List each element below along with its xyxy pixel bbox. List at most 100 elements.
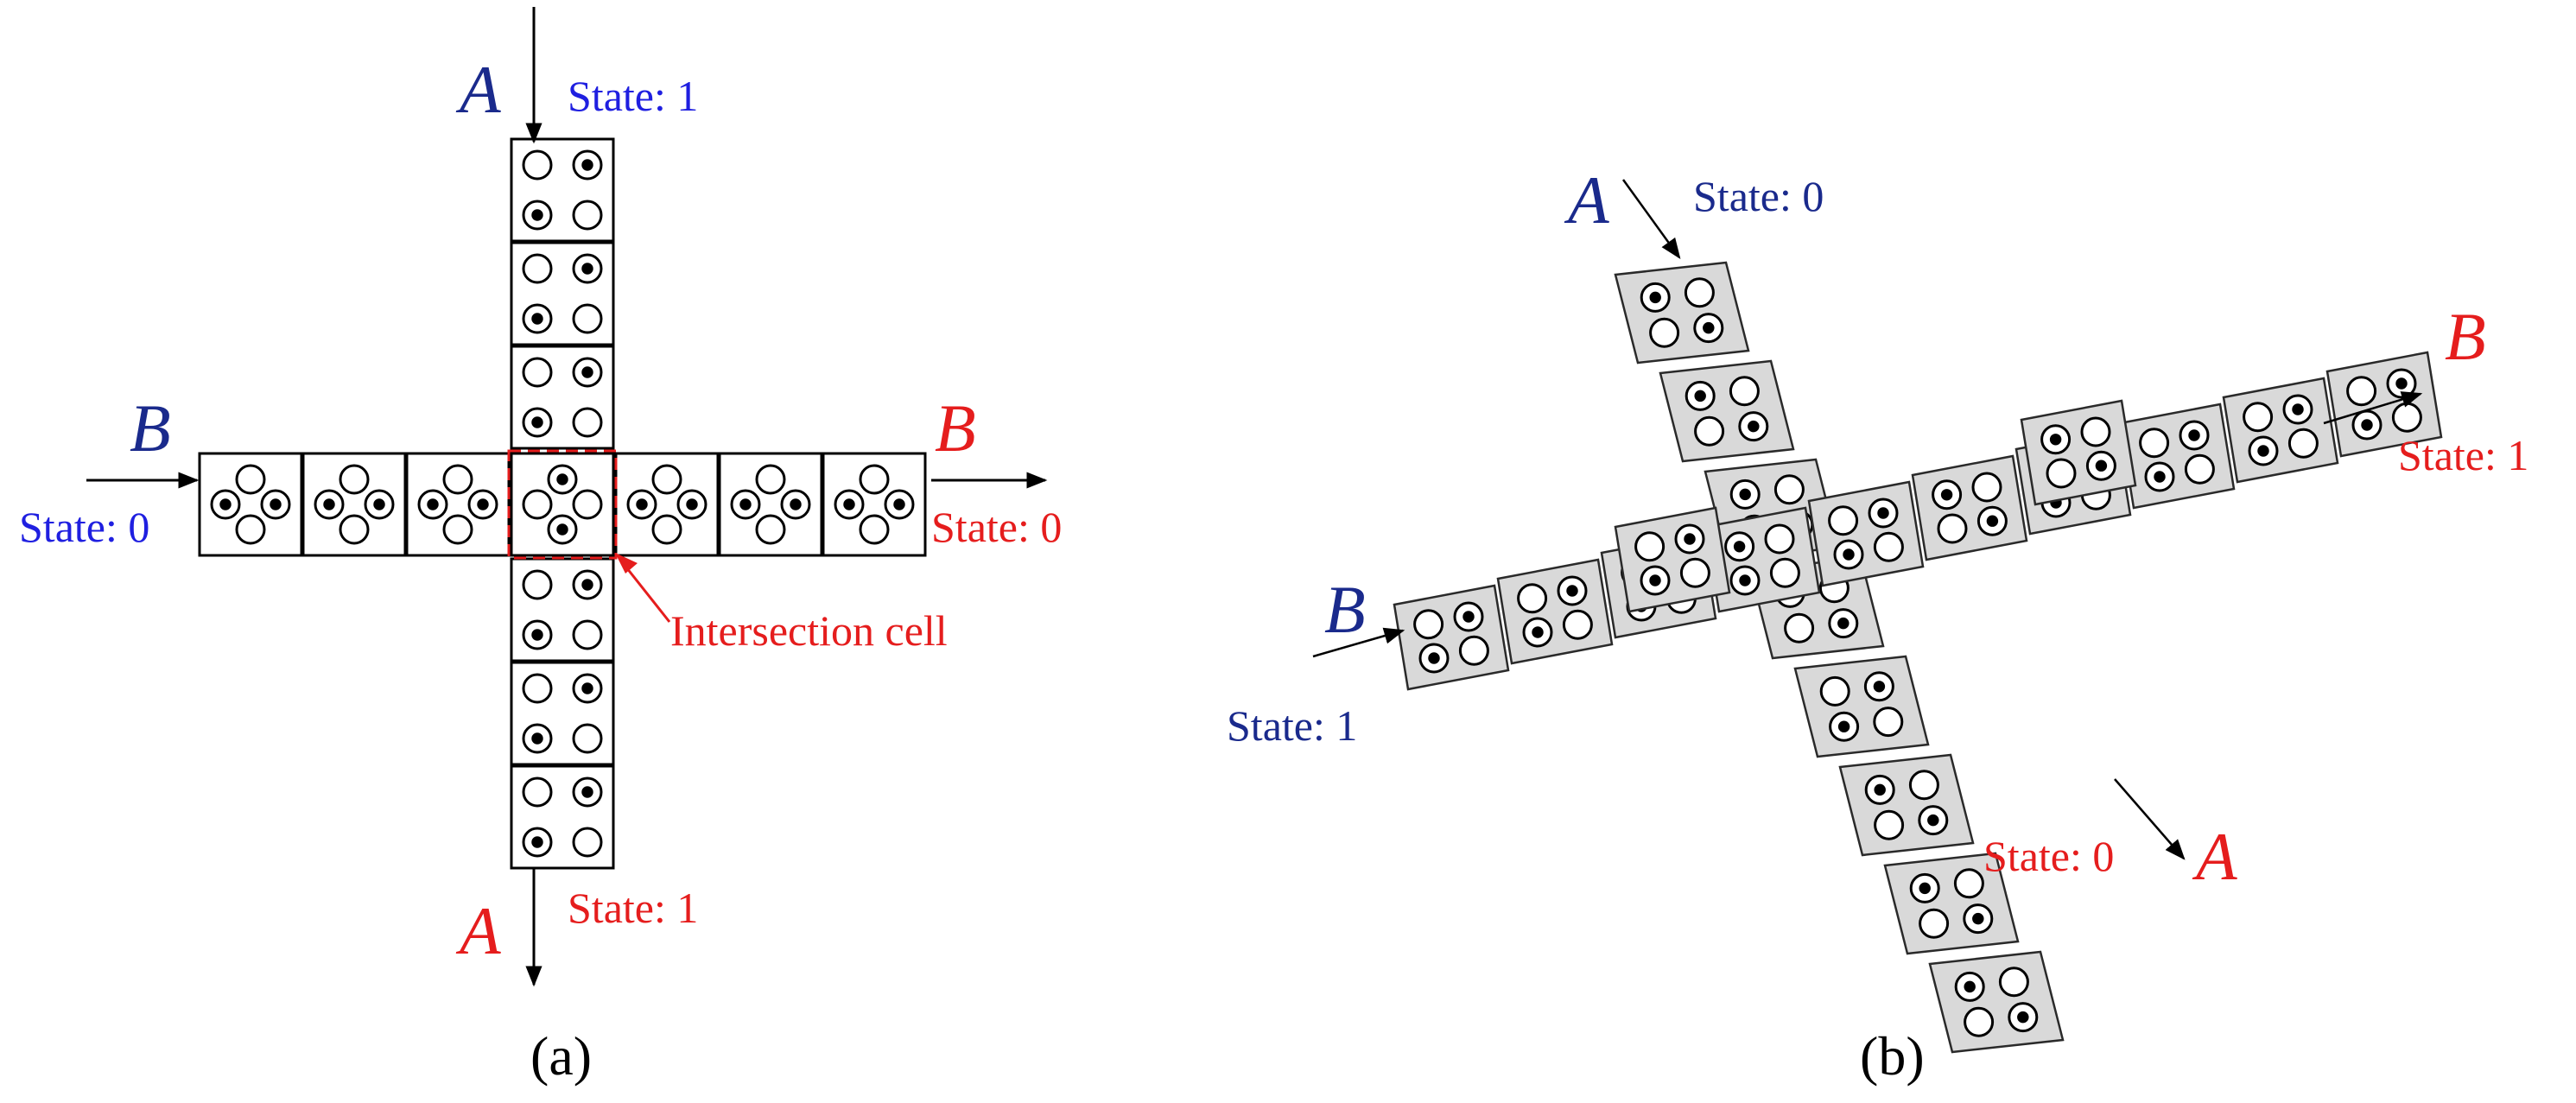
wire-b-cell-5-dot-electron [1843,548,1855,561]
wire-b-cell-10-dot [2391,402,2422,433]
wire-a-cell-3-dot-electron [1739,488,1751,501]
wire-b-cell-9-dot [2243,402,2274,433]
wire-a-cell-1-frame [1614,261,1750,364]
intersection-cell-dot-electron [556,523,568,536]
wire-a-cell-6-frame [1838,753,1975,857]
horizontal-cell-left-1 [198,452,303,557]
wire-b-cell-2-dot [1562,609,1593,640]
wire-b-cell-5-dot [1873,531,1904,562]
wire-b-cell-5-frame [1807,480,1925,587]
wire-b-cell-4-dot [1764,523,1795,555]
intersection-pointer-head [615,553,638,574]
wire-b-layer-cell-2-dot-electron [2049,434,2062,446]
wire-b-layer-cell-2-dot [2080,416,2111,447]
intersection-cell-dot [522,489,553,520]
wire-a-cell-6-dot [1908,770,1939,801]
horizontal-cell-right-1 [614,452,720,557]
vertical-cell-bottom-2-dot-electron [581,682,593,694]
wire-b-cell-8 [2118,403,2236,510]
panel-a-caption: (a) [530,1025,592,1087]
input-arrow-b-left-b [1312,627,1405,658]
wire-a-cell-2-dot-electron [1694,390,1706,403]
panel-a-top-letter: A [455,52,501,127]
intersection-cell-label: Intersection cell [670,606,948,655]
wire-a-cell-2-frame [1659,359,1795,463]
vertical-cell-bottom-2-dot [522,673,553,704]
vertical-cell-bottom-1-dot [572,619,603,650]
horizontal-cell-right-2 [718,452,823,557]
panel-b-top-letter: A [1564,162,1609,238]
wire-b-cell-6-dot [1971,472,2002,503]
vertical-cell-bottom-1 [510,557,615,662]
wire-b-cell-8-frame [2118,403,2236,510]
vertical-cell-bottom-2-dot [572,723,603,754]
wire-b-cell-10-dot [2346,376,2377,407]
panel-a-bottom-state: State: 1 [568,884,698,932]
vertical-cell-bottom-3-dot [572,827,603,858]
wire-a-cell-3-dot [1773,474,1805,505]
horizontal-cell-left-3-dot [442,514,473,545]
wire-b-cell-6-dot-electron [1940,489,1953,501]
vertical-cell-top-3-dot [522,357,553,388]
wire-b-cell-2-dot [1517,583,1548,614]
horizontal-cell-right-2-dot [755,514,786,545]
input-arrow-a-top-b [1621,179,1681,259]
horizontal-cell-left-2-dot [339,514,370,545]
panel-b-left-letter: B [1324,572,1366,647]
wire-a-cell-8-dot [1998,967,2029,998]
wire-b-cell-8-dot-electron [2188,429,2200,441]
vertical-cell-bottom-3-dot [522,777,553,808]
wire-b-cell-9-dot [2287,428,2319,459]
wire-a-cell-7-dot [1919,908,1950,939]
wire-a-cell-6-dot-electron [1874,783,1886,796]
vertical-cell-top-1-dot-electron [581,159,593,171]
panel-a-top-state: State: 1 [568,72,698,120]
wire-a-cell-1-dot-electron [1703,321,1715,334]
wire-b-cell-5-dot-electron [1877,507,1889,519]
panel-b-cell-array [1393,261,2443,1054]
panel-a-right-letter: B [935,390,976,466]
panel-a-cell-array [198,137,927,870]
horizontal-cell-left-2-dot-electron [373,498,385,510]
wire-b-cell-2 [1496,558,1614,665]
wire-b-cell-10-dot-electron [2361,419,2373,431]
horizontal-cell-right-1-dot [651,514,682,545]
wire-a-cell-8-dot-electron [1964,980,1976,993]
wire-b-cell-6 [1911,454,2028,561]
horizontal-cell-left-1-dot [235,514,266,545]
wire-a-cell-2-dot-electron [1748,420,1760,433]
wire-a-cell-8-frame [1928,950,2065,1054]
wire-b-cell-9-dot-electron [2292,403,2304,415]
horizontal-cell-right-2-dot [755,464,786,495]
panel-a-left-letter: B [130,390,171,466]
vertical-cell-top-1-dot [522,149,553,181]
vertical-cell-top-2-dot-electron [531,313,543,325]
wire-a-cell-4-dot-electron [1837,617,1850,630]
horizontal-cell-left-3-dot-electron [477,498,489,510]
wire-b-cell-1-frame [1393,584,1510,691]
wire-b-cell-9 [2222,377,2339,484]
panel-b-coplanar-crossover: A State: 0 B State: 1 B State: 1 A State… [1227,162,2528,1087]
wire-a-cell-2-dot [1694,415,1725,447]
wire-a-cell-5-frame [1793,655,1930,758]
horizontal-cell-left-2-dot-electron [323,498,335,510]
wire-b-cell-5-dot [1828,505,1859,536]
vertical-cell-top-2 [510,241,615,346]
wire-a-cell-5-dot-electron [1837,720,1850,732]
horizontal-cell-left-2 [301,452,407,557]
wire-b-cell-2-dot-electron [1566,585,1578,597]
horizontal-cell-left-2-dot [339,464,370,495]
panel-a-orthogonal-crossover: A State: 1 B State: 0 B State: 0 A State… [19,7,1062,1087]
wire-b-cell-10-dot-electron [2395,377,2408,390]
wire-a-cell-4-dot [1784,612,1815,643]
panel-b-left-state: State: 1 [1227,701,1357,750]
wire-b-cell-1-dot-electron [1428,652,1440,664]
wire-a-cell-7-dot-electron [1972,912,1984,925]
panel-b-bottom-letter: A [2192,819,2237,894]
panel-a-left-state: State: 0 [19,503,149,551]
wire-b-cell-1 [1393,584,1510,691]
panel-b-right-state: State: 1 [2398,431,2528,479]
wire-b-cell-8-dot-electron [2154,471,2166,483]
vertical-cell-bottom-3-dot-electron [581,786,593,798]
